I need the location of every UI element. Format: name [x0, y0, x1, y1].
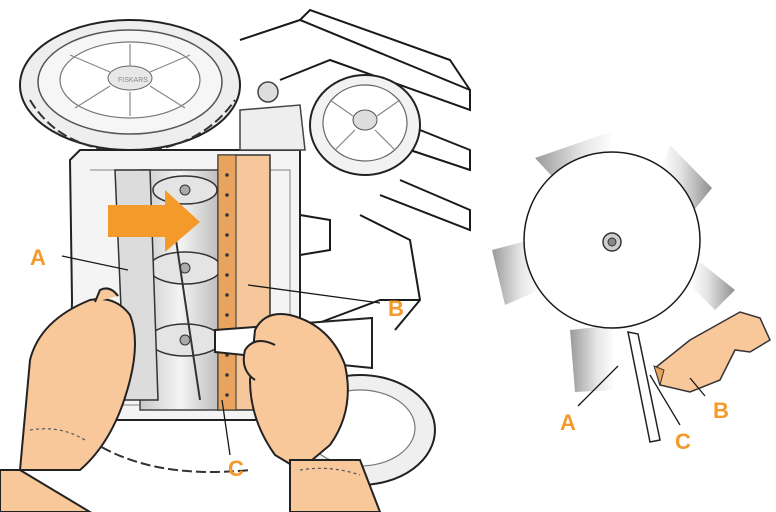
right-hand — [242, 313, 382, 512]
brand-mark: FISKARS — [118, 77, 148, 84]
left-label-b: B — [388, 296, 404, 321]
rotation-arrow — [108, 190, 200, 252]
right-label-b: B — [713, 398, 729, 423]
right-leader-lines — [577, 365, 706, 426]
large-wheel-top: FISKARS — [19, 19, 241, 154]
left-label-a: A — [30, 245, 46, 270]
small-wheel — [309, 74, 421, 176]
left-label-c: C — [228, 456, 244, 481]
right-illustration: A B C — [492, 132, 771, 454]
mower-handle-frame — [239, 8, 471, 331]
right-label-a: A — [560, 410, 576, 435]
paper-strip-section — [627, 331, 661, 443]
left-illustration: FISKARS — [0, 8, 471, 512]
left-hand — [0, 287, 136, 512]
left-leader-lines — [61, 255, 381, 456]
bed-knife-section — [654, 311, 771, 393]
reel-blades-section — [492, 132, 735, 392]
right-label-c: C — [675, 429, 691, 454]
